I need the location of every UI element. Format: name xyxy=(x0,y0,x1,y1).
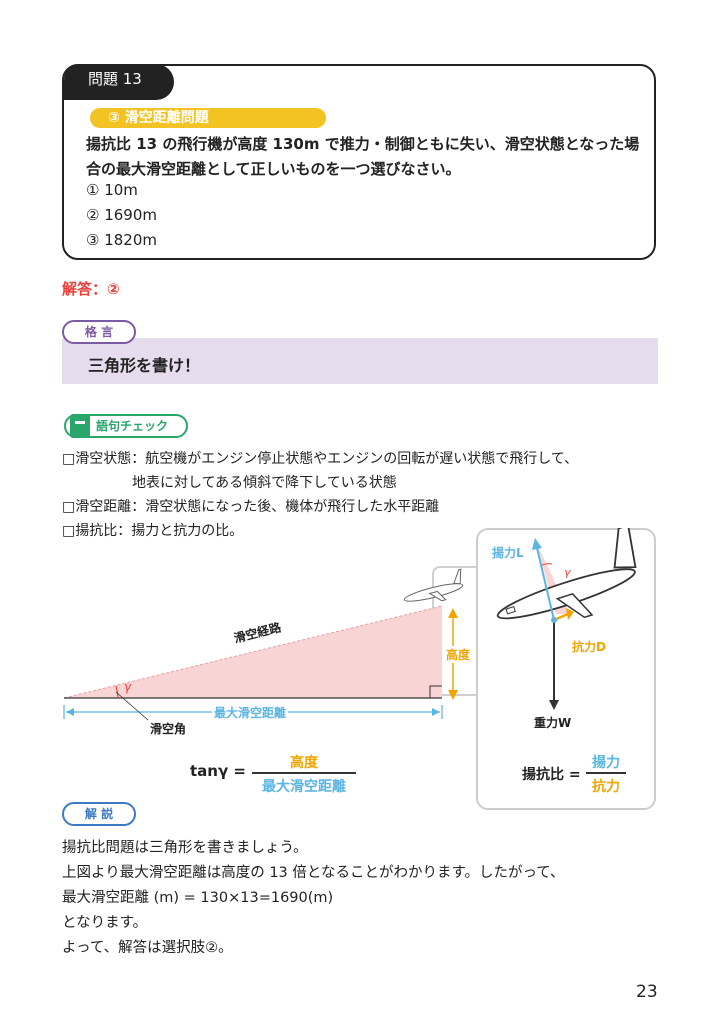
maxim-text: 三角形を書け！ xyxy=(88,356,201,375)
page-number: 23 xyxy=(636,982,658,1002)
glide-angle-label: 滑空角 xyxy=(150,722,187,736)
question-text: 揚抗比 13 の飛行機が高度 130m で推力・制御ともに失い、滑空状態となった… xyxy=(86,135,640,178)
answer: 解答：② xyxy=(62,280,120,298)
book-icon xyxy=(70,414,90,438)
maxim-band xyxy=(62,338,658,384)
right-angle-mark xyxy=(429,685,442,698)
large-airplane-icon xyxy=(496,528,637,620)
ratio-lhs: 揚抗比 = xyxy=(522,767,581,783)
gamma-label: γ xyxy=(124,680,132,694)
option-1: ① 10m xyxy=(86,181,138,199)
question-subtitle: ③ 滑空距離問題 xyxy=(90,108,326,128)
angle-arc xyxy=(115,685,119,699)
term-line: □揚抗比：揚力と抗力の比。 xyxy=(62,523,244,539)
explanation-line: 上図より最大滑空距離は高度の 13 倍となることがわかります。したがって、 xyxy=(62,865,565,881)
airplane-icon xyxy=(403,568,464,602)
drag-label: 抗力D xyxy=(572,640,606,654)
term-line: 地表に対してある傾斜で降下している状態 xyxy=(62,475,397,491)
formula-fraction-bar xyxy=(252,772,356,774)
explanation-line: よって、解答は選択肢②。 xyxy=(62,940,233,956)
gamma-label-small: γ xyxy=(564,566,571,579)
weight-label: 重力W xyxy=(534,716,572,730)
option-2: ② 1690m xyxy=(86,206,158,224)
ratio-fraction-bar xyxy=(586,772,626,774)
forces-diagram xyxy=(496,528,637,710)
formula-numerator: 高度 xyxy=(290,755,318,771)
distance-label: 最大滑空距離 xyxy=(212,704,289,721)
option-3: ③ 1820m xyxy=(86,231,158,249)
question-box: 問題 13 ③ 滑空距離問題 揚抗比 13 の飛行機が高度 130m で推力・制… xyxy=(62,64,656,260)
ratio-numerator: 揚力 xyxy=(592,755,620,771)
formula-lhs: tanγ = xyxy=(190,762,246,780)
explanation-line: 最大滑空距離 (m) = 130×13=1690(m) xyxy=(62,890,334,906)
term-line: □滑空距離：滑空状態になった後、機体が飛行した水平距離 xyxy=(62,499,440,515)
explanation-line: 揚抗比問題は三角形を書きましょう。 xyxy=(62,840,308,856)
question-tag: 問題 13 xyxy=(64,64,174,100)
lift-arrow xyxy=(536,547,555,621)
explanation-tag: 解 説 xyxy=(62,802,136,826)
term-line: □滑空状態：航空機がエンジン停止状態やエンジンの回転が遅い状態で飛行して、 xyxy=(62,451,579,467)
formula-denominator: 最大滑空距離 xyxy=(262,779,346,795)
lift-label: 揚力L xyxy=(492,546,524,560)
ratio-denominator: 抗力 xyxy=(592,779,620,795)
maxim-tag: 格 言 xyxy=(62,320,136,344)
height-label: 高度 xyxy=(446,646,471,663)
explanation-line: となります。 xyxy=(62,915,148,931)
